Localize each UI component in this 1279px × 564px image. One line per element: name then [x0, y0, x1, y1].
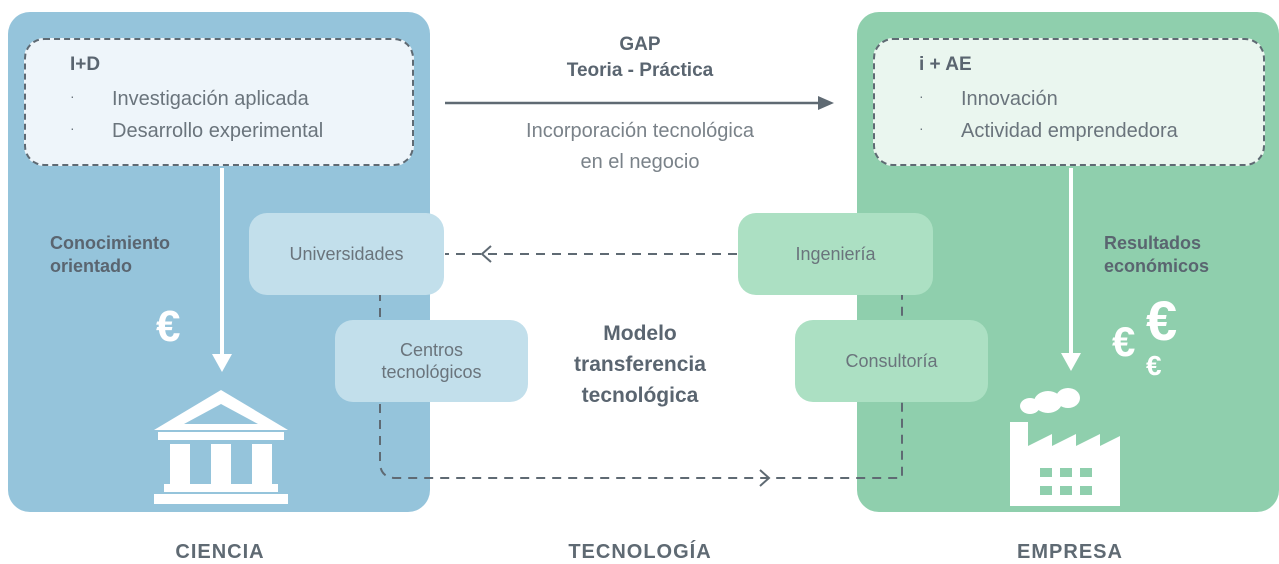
- id-title: I+D: [70, 54, 101, 75]
- iae-box: i + AE · Innovación · Actividad emprende…: [873, 38, 1265, 166]
- right-down-arrow-head: [1061, 353, 1081, 371]
- resultados-label: Resultados económicos: [1104, 233, 1210, 276]
- bullet-dot: ·: [70, 120, 75, 136]
- footer-empresa: EMPRESA: [1017, 541, 1123, 563]
- modelo-label: Modelo transferencia tecnológica: [574, 322, 706, 407]
- bullet-dot: ·: [70, 88, 75, 104]
- euro-symbol-right-2: €: [1146, 289, 1178, 352]
- dashed-arrow-top-head: [480, 245, 492, 263]
- pill-ingenieria: Ingeniería: [738, 213, 933, 295]
- gap-subtitle: Incorporación tecnológica en el negocio: [526, 120, 754, 173]
- gap-arrow-head: [818, 96, 834, 110]
- iae-title: i + AE: [919, 54, 972, 75]
- footer-tecnologia: TECNOLOGÍA: [568, 541, 712, 563]
- euro-symbol-right-3: €: [1146, 350, 1162, 381]
- left-down-arrow-head: [212, 354, 232, 372]
- bank-building-icon: [154, 390, 288, 504]
- dashed-loop: [379, 292, 903, 479]
- pill-centros-tecnologicos: Centros tecnológicos: [335, 320, 528, 402]
- id-box: I+D · Investigación aplicada · Desarroll…: [24, 38, 414, 166]
- factory-icon: [1010, 388, 1120, 506]
- euro-symbol-right-1: €: [1112, 318, 1136, 365]
- pill-consultoria: Consultoría: [795, 320, 988, 402]
- bullet-dot: ·: [919, 88, 924, 104]
- footer-ciencia: CIENCIA: [175, 541, 265, 563]
- conocimiento-label: Conocimiento orientado: [50, 233, 170, 276]
- pill-universidades: Universidades: [249, 213, 444, 295]
- dashed-loop-head: [759, 469, 771, 487]
- euro-symbol-left: €: [156, 302, 181, 351]
- bullet-dot: ·: [919, 120, 924, 136]
- gap-title: GAP Teoria - Práctica: [566, 34, 714, 81]
